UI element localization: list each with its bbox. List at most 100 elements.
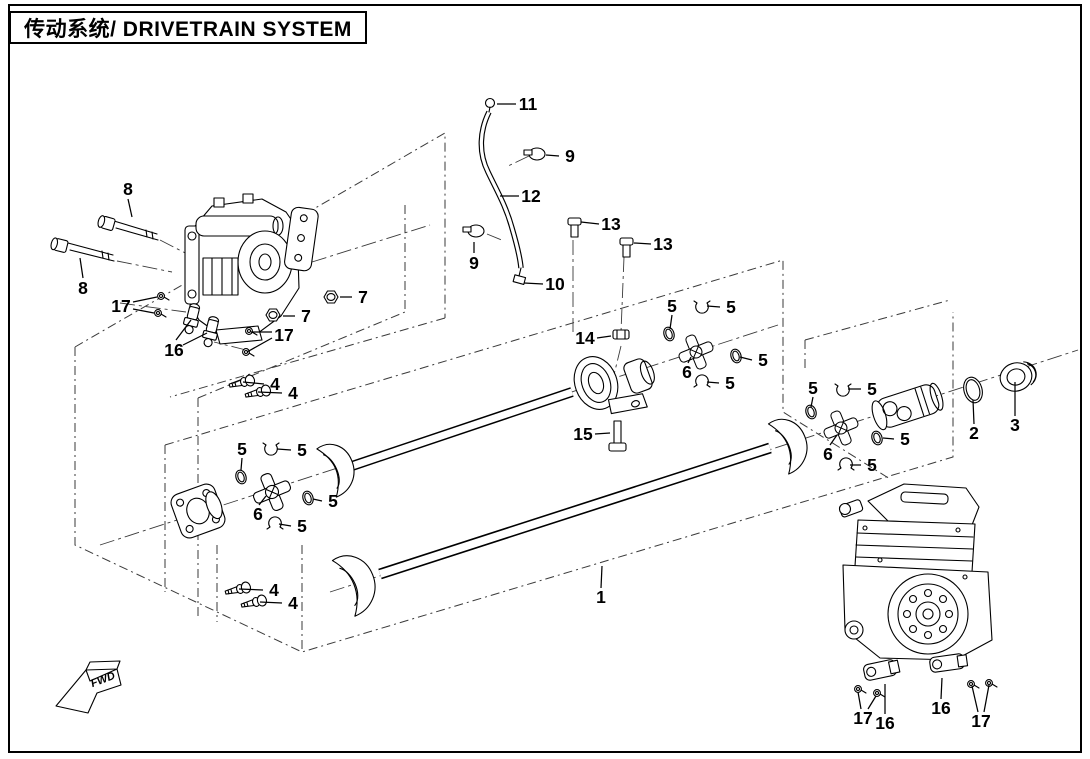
part-callout-4: 4: [269, 580, 279, 600]
snap-ring-5: [693, 300, 711, 314]
leader-line: [810, 396, 814, 408]
clip-9b: [462, 224, 485, 238]
snap-ring-5: [693, 374, 711, 388]
leader-line: [242, 381, 265, 385]
snap-ring-5: [834, 383, 852, 397]
slip-coupler-illustration: [871, 382, 944, 431]
engine-illustration: [838, 483, 993, 661]
flange-yoke-illustration: [170, 483, 226, 539]
leader-line: [594, 432, 611, 435]
leader-line: [132, 296, 158, 303]
part-callout-14: 14: [575, 328, 595, 348]
part-callout-5: 5: [297, 516, 307, 536]
nut-14: [612, 329, 630, 340]
part-callout-17: 17: [274, 325, 293, 345]
part-callout-5: 5: [808, 378, 818, 398]
bolt-17f: [873, 689, 886, 698]
part-callout-5: 5: [328, 491, 338, 511]
leader-line: [240, 457, 243, 471]
leader-line: [669, 314, 673, 330]
leader-line: [687, 356, 692, 364]
breather-tube-illustration: [462, 97, 546, 285]
leader-line: [182, 332, 208, 346]
page-border: [8, 4, 1082, 753]
part-callout-3: 3: [1010, 415, 1020, 435]
part-callout-6: 6: [823, 444, 833, 464]
leader-line: [79, 257, 84, 279]
leader-line: [867, 695, 877, 710]
leader-line: [857, 691, 862, 710]
engine-mount-16d: [929, 653, 969, 673]
leader-line: [175, 319, 192, 341]
bolt-15: [608, 420, 627, 452]
u-joint-6b: [672, 328, 720, 376]
part-callout-17: 17: [853, 708, 872, 728]
coupler-boot-3: [999, 361, 1037, 392]
part-callout-4: 4: [270, 374, 280, 394]
leader-line: [127, 198, 133, 218]
part-callout-13: 13: [601, 214, 621, 234]
part-callout-8: 8: [123, 179, 133, 199]
clip-9a: [523, 147, 546, 161]
part-callout-5: 5: [867, 379, 877, 399]
page-title: 传动系统/ DRIVETRAIN SYSTEM: [24, 17, 352, 41]
leader-line: [259, 601, 283, 604]
part-callout-12: 12: [521, 186, 541, 206]
part-callout-6: 6: [682, 362, 692, 382]
part-callout-7: 7: [301, 306, 311, 326]
nut-7b: [265, 308, 281, 322]
leader-line: [829, 434, 838, 446]
part-callout-8: 8: [78, 278, 88, 298]
part-callout-15: 15: [573, 424, 593, 444]
snap-ring-5: [262, 442, 280, 456]
leader-line: [972, 399, 975, 425]
bolt-8a: [97, 215, 159, 241]
leader-line: [706, 381, 720, 384]
leader-line: [523, 282, 544, 285]
tube-cap-11: [484, 97, 496, 109]
engine-mount-16c: [863, 659, 901, 681]
part-callout-10: 10: [545, 274, 565, 294]
bolt-8b: [50, 237, 115, 262]
part-callout-6: 6: [253, 504, 263, 524]
part-callout-16: 16: [931, 698, 951, 718]
bolt-13b: [619, 237, 634, 258]
snap-ring-5: [266, 516, 284, 530]
leader-line: [940, 677, 943, 700]
part-callout-5: 5: [297, 440, 307, 460]
fitting-10: [512, 267, 527, 285]
part-callout-5: 5: [237, 439, 247, 459]
part-callout-5: 5: [758, 350, 768, 370]
part-callout-5: 5: [725, 373, 735, 393]
bolt-17e: [854, 685, 867, 694]
snap-ring-5: [300, 489, 316, 507]
part-callout-4: 4: [288, 383, 298, 403]
leader-line: [258, 495, 267, 506]
part-callout-17: 17: [971, 711, 990, 731]
nut-7a: [323, 290, 339, 304]
leader-line: [278, 523, 292, 527]
leader-line: [633, 242, 652, 245]
leader-line: [596, 335, 612, 339]
leader-line: [600, 565, 603, 589]
leader-line: [739, 356, 753, 361]
part-callout-13: 13: [653, 234, 673, 254]
leader-line: [580, 221, 600, 225]
part-callout-16: 16: [164, 340, 184, 360]
group-outline-boxes: [74, 132, 954, 653]
leader-line: [238, 588, 264, 591]
part-callout-5: 5: [900, 429, 910, 449]
leader-line: [545, 154, 560, 157]
leader-line: [971, 685, 979, 713]
leader-line: [312, 498, 323, 502]
part-callout-11: 11: [519, 94, 538, 114]
bolt-17b: [154, 309, 167, 318]
front-differential-illustration: [184, 193, 319, 345]
title-box: 传动系统/ DRIVETRAIN SYSTEM: [9, 11, 367, 44]
part-callout-1: 1: [596, 587, 606, 607]
front-propshaft-illustration: [316, 356, 655, 498]
part-callout-5: 5: [726, 297, 736, 317]
